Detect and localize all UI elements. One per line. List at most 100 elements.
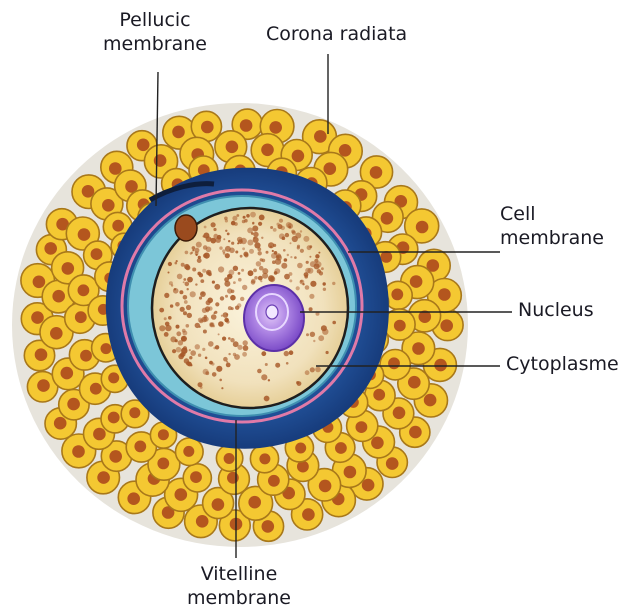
yolk-granule (284, 351, 289, 356)
yolk-granule (231, 221, 236, 226)
yolk-granule (224, 277, 229, 282)
yolk-granule (251, 232, 254, 235)
yolk-granule (230, 338, 234, 342)
yolk-granule (159, 308, 164, 313)
label-vitelline-line1: Vitelline (164, 562, 314, 586)
corona-cell (216, 445, 242, 471)
yolk-granule (223, 238, 225, 240)
yolk-granule (251, 279, 256, 284)
yolk-granule (187, 277, 193, 283)
yolk-granule (286, 362, 289, 365)
yolk-granule (236, 214, 239, 217)
yolk-granule (252, 222, 254, 224)
yolk-granule (204, 315, 207, 318)
yolk-granule (185, 338, 187, 340)
yolk-granule (231, 242, 234, 245)
yolk-granule (294, 256, 297, 259)
yolk-granule (261, 237, 263, 239)
yolk-granule (259, 215, 265, 221)
yolk-granule (242, 285, 247, 290)
yolk-granule (309, 307, 313, 311)
yolk-granule (185, 282, 190, 287)
yolk-granule (176, 347, 182, 353)
yolk-granule (229, 248, 235, 254)
yolk-granule (203, 369, 209, 375)
yolk-granule (252, 226, 258, 232)
yolk-granule (315, 254, 319, 258)
yolk-granule (225, 295, 228, 298)
yolk-granule (300, 249, 304, 253)
yolk-granule (279, 219, 283, 223)
yolk-granule (275, 363, 280, 368)
yolk-granule (257, 247, 261, 251)
yolk-granule (183, 346, 187, 350)
yolk-granule (272, 250, 274, 252)
yolk-granule (306, 261, 309, 264)
yolk-granule (323, 288, 326, 291)
yolk-granule (176, 260, 178, 262)
yolk-granule (187, 313, 192, 318)
yolk-granule (197, 272, 201, 276)
yolk-granule (297, 263, 303, 269)
yolk-granule (289, 350, 294, 355)
yolk-granule (226, 363, 231, 368)
yolk-granule (272, 260, 276, 264)
yolk-granule (228, 240, 230, 242)
yolk-granule (270, 246, 272, 248)
label-cell-membrane: Cell membrane (500, 202, 604, 250)
label-pellucic-line2: membrane (84, 32, 226, 56)
yolk-granule (200, 386, 203, 389)
yolk-granule (212, 281, 215, 284)
yolk-granule (203, 330, 207, 334)
yolk-granule (204, 226, 207, 229)
yolk-granule (199, 296, 202, 299)
yolk-granule (179, 290, 183, 294)
label-corona-radiata: Corona radiata (266, 22, 407, 46)
yolk-granule (229, 270, 235, 276)
yolk-granule (332, 321, 336, 325)
yolk-granule (197, 258, 202, 263)
yolk-granule (177, 274, 183, 280)
yolk-granule (196, 242, 202, 248)
yolk-granule (243, 216, 246, 219)
yolk-granule (170, 336, 176, 342)
yolk-granule (174, 288, 176, 290)
yolk-granule (281, 263, 287, 269)
yolk-granule (183, 336, 185, 338)
yolk-granule (292, 236, 298, 242)
yolk-granule (210, 323, 214, 327)
yolk-granule (190, 350, 196, 356)
yolk-granule (264, 396, 270, 402)
yolk-granule (235, 306, 239, 310)
nucleus-body (244, 285, 304, 351)
yolk-granule (318, 252, 320, 254)
yolk-granule (261, 351, 266, 356)
yolk-granule (283, 249, 286, 252)
yolk-granule (222, 337, 226, 341)
yolk-granule (211, 222, 216, 227)
yolk-granule (300, 230, 302, 232)
label-cytoplasme: Cytoplasme (506, 352, 619, 376)
yolk-granule (184, 358, 189, 363)
yolk-granule (240, 255, 243, 258)
yolk-granule (200, 279, 204, 283)
yolk-granule (202, 308, 207, 313)
yolk-granule (309, 294, 314, 299)
yolk-granule (276, 255, 279, 258)
corona-cell (183, 464, 211, 492)
yolk-granule (321, 267, 324, 270)
yolk-granule (310, 332, 315, 337)
label-nucleus-text: Nucleus (518, 298, 594, 322)
yolk-granule (227, 288, 232, 293)
yolk-granule (310, 367, 315, 372)
yolk-granule (285, 233, 289, 237)
yolk-granule (203, 245, 208, 250)
yolk-granule (189, 356, 192, 359)
yolk-granule (243, 345, 249, 351)
yolk-granule (199, 326, 201, 328)
yolk-granule (213, 312, 215, 314)
yolk-granule (253, 237, 259, 243)
yolk-granule (223, 357, 228, 362)
yolk-granule (195, 251, 199, 255)
